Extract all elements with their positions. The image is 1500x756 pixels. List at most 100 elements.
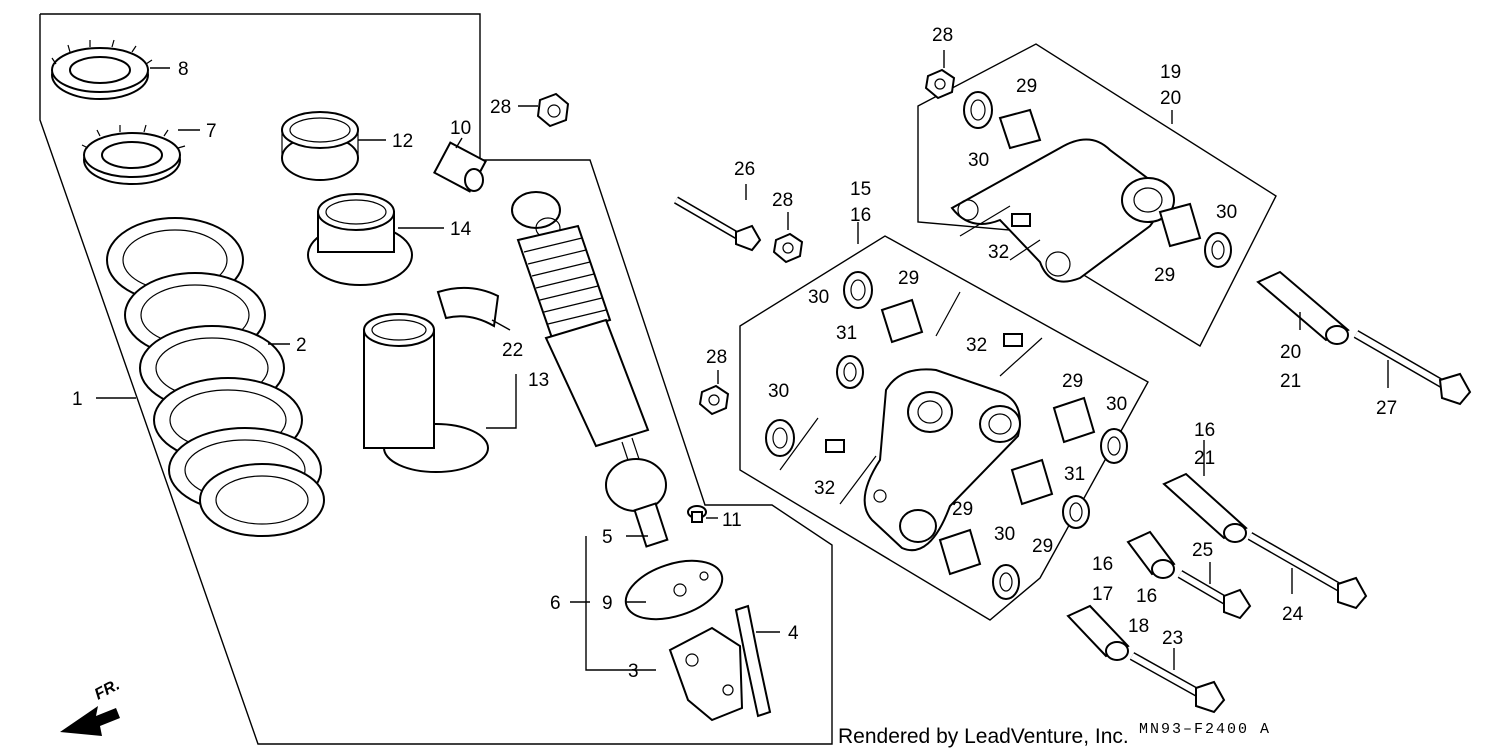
callout-31-link-a: 31 — [836, 323, 857, 344]
link-15-16 — [863, 368, 1021, 552]
callout-30-link-c: 30 — [1106, 394, 1127, 415]
callout-9: 9 — [602, 593, 613, 614]
callout-29-link-d: 29 — [952, 499, 973, 520]
nut-28-top — [536, 92, 570, 128]
callout-4: 4 — [788, 623, 799, 644]
bolt-27 — [1353, 330, 1472, 406]
callout-31-link-b: 31 — [1064, 464, 1085, 485]
callout-16-link: 16 — [850, 205, 871, 226]
callout-5: 5 — [602, 527, 613, 548]
callout-17: 17 — [1092, 584, 1113, 605]
bushing-10 — [433, 141, 487, 193]
bearing-29-link-c — [1010, 458, 1054, 506]
collar-17-18 — [1066, 604, 1130, 661]
callout-16-right: 16 — [1194, 420, 1215, 441]
seal-30-link-b — [765, 419, 795, 457]
bracket-3 — [668, 626, 744, 722]
callout-29-link-b: 29 — [1062, 371, 1083, 392]
callout-28-lower: 28 — [706, 347, 727, 368]
collar-16 — [1126, 530, 1176, 579]
callout-32-link-a: 32 — [966, 335, 987, 356]
callout-25: 25 — [1192, 540, 1213, 561]
callout-32-arm: 32 — [988, 242, 1009, 263]
seal-30-arm-b — [1204, 232, 1232, 268]
callout-13: 13 — [528, 370, 549, 391]
spring-2 — [106, 217, 325, 537]
callout-29-link-c: 29 — [1032, 536, 1053, 557]
bearing-29-link-a — [880, 298, 924, 344]
link-group-outline — [739, 235, 1149, 621]
leader-lines — [96, 50, 1389, 671]
callout-30-arm-a: 30 — [968, 150, 989, 171]
callout-21-right: 21 — [1194, 448, 1215, 469]
nut-28-lower — [698, 384, 730, 416]
callout-1: 1 — [72, 389, 83, 410]
callout-20-arm: 20 — [1160, 88, 1181, 109]
grease-fitting-32-link-b — [779, 417, 877, 505]
callout-20-collar: 20 — [1280, 342, 1301, 363]
seal-31-link-a — [836, 355, 864, 389]
seal-31-link-b — [1062, 495, 1090, 529]
seal-30-link-a — [843, 271, 873, 309]
callout-7: 7 — [206, 121, 217, 142]
callout-26: 26 — [734, 159, 755, 180]
hose-4 — [734, 604, 772, 718]
callout-29-arm-a: 29 — [1016, 76, 1037, 97]
callout-28-arm: 28 — [932, 25, 953, 46]
callout-23: 23 — [1162, 628, 1183, 649]
callout-16-collar: 16 — [1092, 554, 1113, 575]
callout-29-arm-b: 29 — [1154, 265, 1175, 286]
grease-fitting-32-arm — [959, 205, 1041, 261]
bolt-25 — [1177, 570, 1252, 620]
front-arrow-icon — [60, 706, 120, 736]
callout-14: 14 — [450, 219, 472, 240]
callout-11: 11 — [722, 510, 742, 531]
collar-16-21 — [1162, 472, 1248, 543]
nut-28-mid — [772, 232, 804, 264]
callout-30-link-a: 30 — [808, 287, 829, 308]
callout-labels: 8 7 2 1 12 14 22 13 10 28 11 5 6 9 4 3 2… — [72, 25, 1397, 704]
collar-20-21 — [1256, 270, 1350, 345]
seal-30-link-d — [992, 564, 1020, 600]
arm-group-outline — [917, 43, 1277, 347]
bolt-26 — [673, 196, 762, 252]
grease-fitting-32-link-a — [935, 291, 1043, 377]
lock-nut-8 — [51, 39, 153, 100]
callout-30-link-d: 30 — [994, 524, 1015, 545]
callout-12: 12 — [392, 131, 413, 152]
callout-32-link-b: 32 — [814, 478, 835, 499]
shock-group-outline — [39, 13, 833, 745]
bearing-29-link-d — [938, 528, 982, 576]
callout-28-top: 28 — [490, 97, 511, 118]
plate-9 — [624, 559, 724, 621]
bolt-23 — [1129, 652, 1226, 714]
adjuster-nut-7 — [81, 124, 186, 185]
seal-30-link-c — [1100, 428, 1128, 464]
credit-text: Rendered by LeadVenture, Inc. — [838, 725, 1129, 748]
callout-3: 3 — [628, 661, 639, 682]
callout-15: 15 — [850, 179, 871, 200]
nut-28-arm — [924, 68, 956, 100]
callout-6: 6 — [550, 593, 561, 614]
callout-2: 2 — [296, 335, 307, 356]
callout-27: 27 — [1376, 398, 1397, 419]
callout-19: 19 — [1160, 62, 1181, 83]
screw-11 — [687, 505, 707, 523]
diagram-code: MN93–F2400 A — [1139, 721, 1272, 738]
callout-10: 10 — [450, 118, 471, 139]
callout-18: 18 — [1128, 616, 1149, 637]
fr-label: FR. — [92, 676, 123, 703]
seat-14 — [307, 193, 413, 286]
collar-22 — [436, 286, 500, 328]
bearing-29-arm-b — [1158, 202, 1202, 248]
seal-30-arm-a — [963, 91, 993, 129]
callout-8: 8 — [178, 59, 189, 80]
callout-28-mid: 28 — [772, 190, 793, 211]
callout-21-collar: 21 — [1280, 371, 1301, 392]
bearing-29-arm-a — [998, 108, 1042, 150]
callout-30-link-b: 30 — [768, 381, 789, 402]
sleeve-13 — [363, 313, 489, 473]
callout-22: 22 — [502, 340, 523, 361]
ring-12 — [281, 111, 359, 181]
